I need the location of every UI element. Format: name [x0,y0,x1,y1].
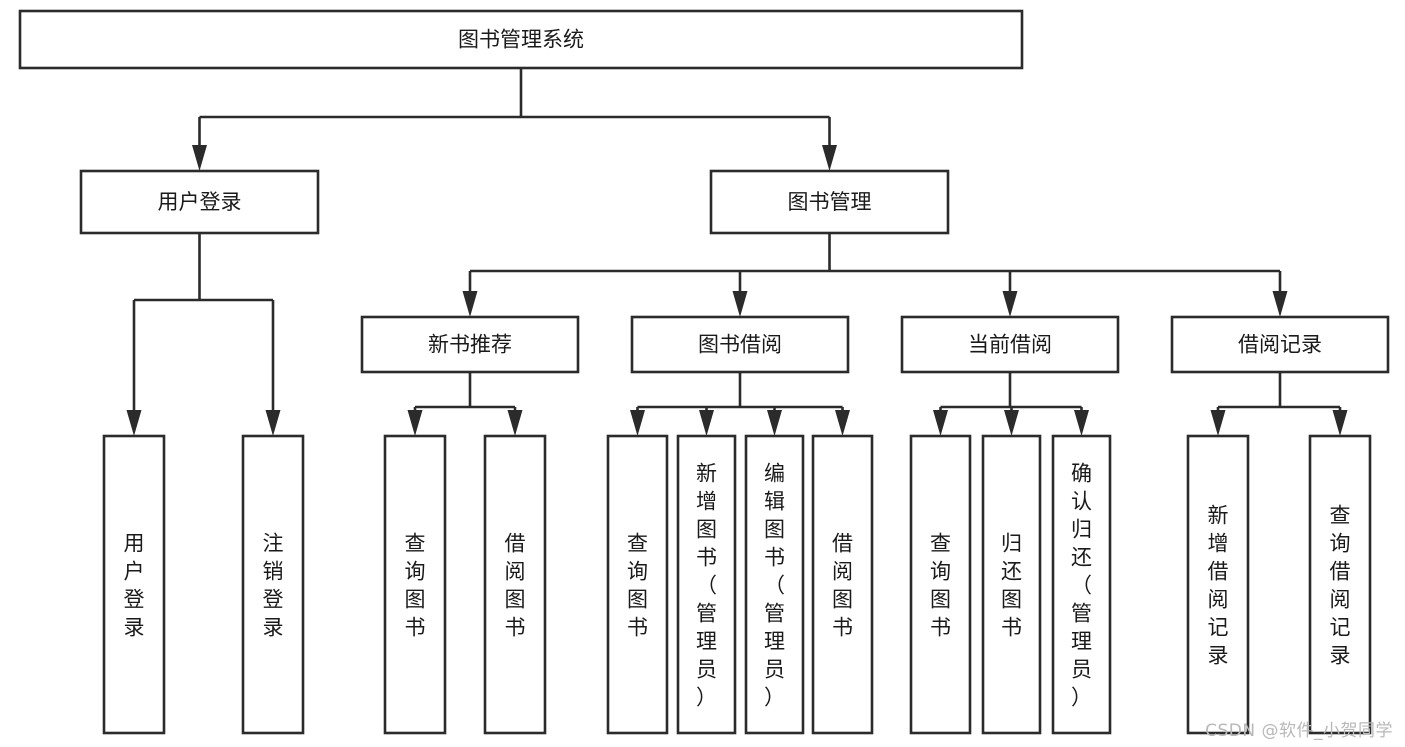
arrow-head-icon [630,410,645,436]
node-book-borrow[interactable]: 图书借阅 [630,315,850,374]
node-label-leaf-borrow-query: 查询图书 [627,531,648,639]
node-leaf-rec-search[interactable]: 查询借阅记录 [1308,434,1372,735]
node-label-leaf-borrow-edit: 编辑图书（管理员） [764,461,785,709]
arrow-head-icon [192,145,207,171]
node-label-leaf-cur-query: 查询图书 [930,531,951,639]
node-root[interactable]: 图书管理系统 [18,9,1024,70]
arrow-head-icon [1210,410,1226,436]
node-box-book-manage[interactable] [709,169,950,235]
node-leaf-borrow-query[interactable]: 查询图书 [606,434,669,735]
node-box-borrow-record[interactable] [1170,315,1390,374]
node-box-new-book-rec[interactable] [360,315,580,374]
node-box-leaf-rec-query[interactable] [383,434,447,735]
node-leaf-cur-query[interactable]: 查询图书 [909,434,972,735]
node-leaf-cur-confirm[interactable]: 确认归还（管理员） [1051,434,1112,735]
node-leaf-user-login[interactable]: 用户登录 [102,434,166,735]
arrow-head-icon [732,291,748,317]
connector-group [462,233,1288,317]
arrow-head-icon [822,145,837,171]
connector-group [407,372,523,436]
node-label-leaf-borrow-add: 新增图书（管理员） [696,461,717,709]
node-box-leaf-cur-return[interactable] [981,434,1042,735]
node-label-leaf-rec-search: 查询借阅记录 [1330,503,1351,667]
node-box-leaf-borrow-lend[interactable] [811,434,874,735]
node-box-book-borrow[interactable] [630,315,850,374]
node-leaf-cur-return[interactable]: 归还图书 [981,434,1042,735]
node-label-user-login: 用户登录 [158,190,242,214]
node-box-leaf-cur-confirm[interactable] [1051,434,1112,735]
arrow-head-icon [1074,410,1089,436]
node-label-leaf-rec-query: 查询图书 [405,531,426,639]
csdn-watermark: CSDN @软件_小贺同学 [1205,721,1393,741]
node-box-leaf-user-logout[interactable] [241,434,305,735]
node-box-leaf-cur-query[interactable] [909,434,972,735]
arrow-head-icon [462,291,478,317]
node-box-leaf-borrow-query[interactable] [606,434,669,735]
arrow-head-icon [507,410,523,436]
node-new-book-rec[interactable]: 新书推荐 [360,315,580,374]
node-borrow-record[interactable]: 借阅记录 [1170,315,1390,374]
node-leaf-borrow-edit[interactable]: 编辑图书（管理员） [744,434,805,735]
node-leaf-rec-add[interactable]: 新增借阅记录 [1186,434,1250,735]
node-layer: 图书管理系统用户登录图书管理新书推荐图书借阅当前借阅借阅记录用户登录注销登录查询… [18,9,1390,735]
node-current-borrow[interactable]: 当前借阅 [900,315,1120,374]
arrow-head-icon [1272,291,1288,317]
connector-group [933,372,1089,436]
node-leaf-rec-query[interactable]: 查询图书 [383,434,447,735]
node-leaf-rec-borrow[interactable]: 借阅图书 [483,434,547,735]
node-box-leaf-borrow-edit[interactable] [744,434,805,735]
node-box-leaf-rec-search[interactable] [1308,434,1372,735]
arrow-head-icon [407,410,423,436]
arrow-head-icon [126,410,142,436]
node-label-borrow-record: 借阅记录 [1238,333,1322,357]
node-label-leaf-user-logout: 注销登录 [263,531,284,639]
node-label-leaf-rec-add: 新增借阅记录 [1208,503,1229,667]
node-box-leaf-rec-borrow[interactable] [483,434,547,735]
arrow-head-icon [933,410,948,436]
connector-group [126,233,281,436]
node-label-leaf-cur-return: 归还图书 [1001,531,1022,639]
arrow-head-icon [699,410,714,436]
arrow-head-icon [265,410,281,436]
node-box-leaf-user-login[interactable] [102,434,166,735]
arrow-head-icon [1002,291,1018,317]
node-user-login[interactable]: 用户登录 [79,169,320,235]
node-book-manage[interactable]: 图书管理 [709,169,950,235]
arrow-head-icon [767,410,782,436]
connector-group [630,372,850,436]
node-box-current-borrow[interactable] [900,315,1120,374]
node-label-book-borrow: 图书借阅 [698,333,782,357]
node-label-book-manage: 图书管理 [788,190,872,214]
node-box-leaf-rec-add[interactable] [1186,434,1250,735]
node-box-leaf-borrow-add[interactable] [676,434,737,735]
connector-group [1210,372,1348,436]
arrow-head-icon [835,410,850,436]
node-label-leaf-rec-borrow: 借阅图书 [505,531,526,639]
arrow-head-icon [1332,410,1348,436]
connector-group [192,68,837,171]
node-leaf-borrow-lend[interactable]: 借阅图书 [811,434,874,735]
node-leaf-user-logout[interactable]: 注销登录 [241,434,305,735]
node-label-leaf-cur-confirm: 确认归还（管理员） [1071,461,1092,709]
node-label-current-borrow: 当前借阅 [968,333,1052,357]
connector-layer [126,68,1348,436]
node-box-root[interactable] [18,9,1024,70]
node-label-root: 图书管理系统 [458,28,584,52]
arrow-head-icon [1004,410,1019,436]
node-label-new-book-rec: 新书推荐 [428,333,512,357]
node-label-leaf-user-login: 用户登录 [124,531,145,639]
node-leaf-borrow-add[interactable]: 新增图书（管理员） [676,434,737,735]
node-box-user-login[interactable] [79,169,320,235]
node-label-leaf-borrow-lend: 借阅图书 [832,531,853,639]
